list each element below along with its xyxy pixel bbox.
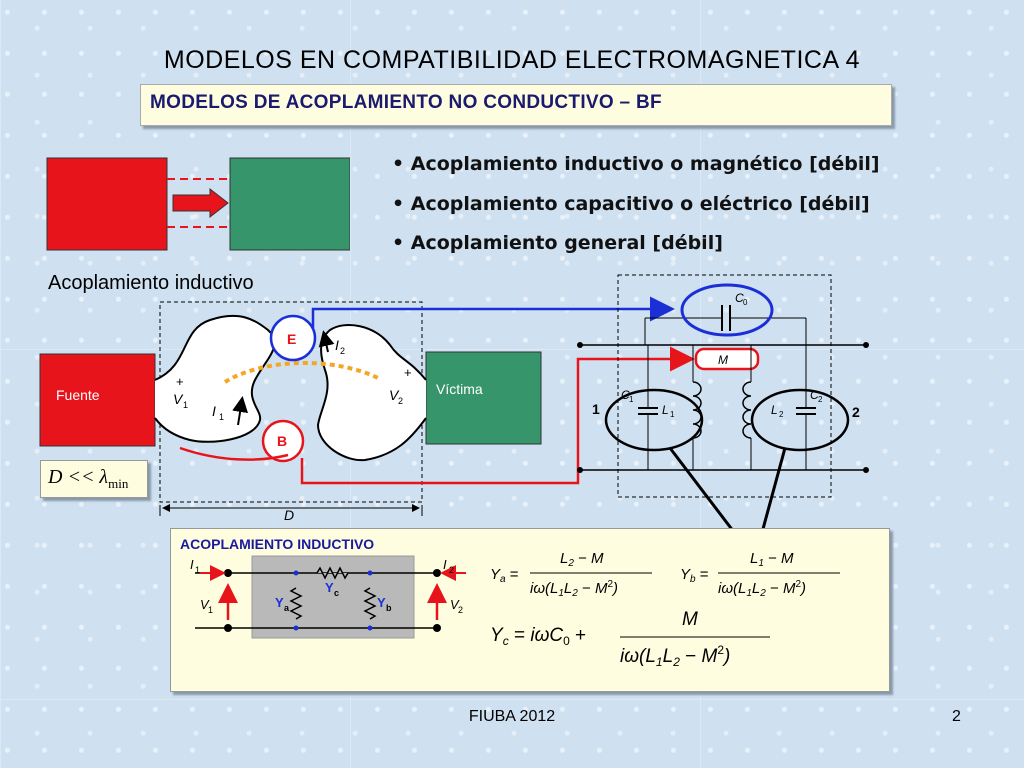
capacitive-path	[311, 296, 675, 328]
subtitle-box	[140, 84, 892, 126]
condition-box	[40, 460, 148, 498]
svg-text:M: M	[682, 609, 698, 630]
yc-sub: c	[334, 588, 339, 598]
yc-resistor-icon	[316, 566, 349, 580]
model-i1-sub: 1	[195, 565, 200, 575]
port1-loop	[604, 388, 704, 452]
model-i2-label: I	[443, 557, 447, 572]
c0-sub: 0	[743, 298, 748, 307]
svg-text:Yb =: Yb =	[680, 566, 709, 585]
bullet-general: • Acoplamiento general [débil]	[392, 232, 723, 254]
v2-sub: 2	[398, 396, 403, 406]
b-field-marker	[261, 419, 305, 463]
svg-text:iω(L1L2 − M2): iω(L1L2 − M2)	[718, 579, 806, 599]
footer-text: FIUBA 2012	[468, 708, 556, 725]
fuente-label: Fuente	[56, 387, 100, 403]
c0-highlight	[680, 283, 774, 337]
v2-plus: +	[404, 365, 412, 380]
victim-block	[229, 157, 350, 251]
ya-resistor-icon	[289, 587, 303, 620]
model-i2-sub: 2	[449, 565, 454, 575]
svg-text:Ya =: Ya =	[490, 566, 519, 585]
port2-label: 2	[852, 404, 860, 420]
v1-plus: +	[176, 374, 184, 389]
ya-label: Y	[275, 595, 284, 610]
page-title: MODELOS EN COMPATIBILIDAD ELECTROMAGNETI…	[163, 46, 861, 74]
model-v2-sub: 2	[458, 605, 463, 615]
l2-label: L	[771, 403, 778, 417]
source-block	[46, 157, 168, 251]
page-number: 2	[952, 708, 961, 725]
l2-sub: 2	[779, 410, 784, 419]
l1-sub: 1	[670, 410, 675, 419]
section-label: Acoplamiento inductivo	[48, 272, 254, 294]
equations: Ya = L2 − M iω(L1L2 − M2) Yb = L1 − M iω…	[490, 550, 840, 669]
e-field-marker	[269, 314, 317, 362]
m-label: M	[718, 353, 728, 367]
c0-label: C	[735, 291, 744, 305]
svg-text:Yc = iωC0 +: Yc = iωC0 +	[490, 625, 586, 648]
yc-label: Y	[325, 580, 334, 595]
bullet-inductive: • Acoplamiento inductivo o magnético [dé…	[392, 153, 880, 175]
v1-label: V	[173, 391, 184, 407]
model-v1-sub: 1	[208, 605, 213, 615]
condition-text: D << λmin	[48, 466, 129, 491]
victima-label: Víctima	[436, 381, 483, 397]
c2-sub: 2	[818, 395, 823, 404]
inductive-path	[300, 346, 695, 485]
v2-label: V	[389, 387, 400, 403]
i1-arrow-icon	[232, 396, 249, 426]
model-v1-label: V	[200, 597, 210, 612]
victima-block	[425, 351, 542, 445]
flux-line	[223, 360, 379, 384]
svg-text:L1 − M: L1 − M	[750, 550, 794, 569]
c1-sub: 1	[629, 395, 634, 404]
yb-sub: b	[386, 603, 392, 613]
i1-sub: 1	[219, 412, 224, 422]
port2-loop	[750, 388, 850, 452]
svg-text:iω(L1L2 − M2): iω(L1L2 − M2)	[530, 579, 618, 599]
bullet-capacitive: • Acoplamiento capacitivo o eléctrico [d…	[392, 193, 870, 215]
block-diagram	[46, 157, 350, 251]
v1-sub: 1	[183, 400, 188, 410]
l2-coil-icon	[742, 381, 752, 439]
b-label: B	[277, 433, 287, 449]
i2-sub: 2	[340, 346, 345, 356]
ya-sub: a	[284, 603, 290, 613]
svg-text:L2 − M: L2 − M	[560, 550, 604, 569]
fuente-block	[39, 353, 156, 447]
subtitle: MODELOS DE ACOPLAMIENTO NO CONDUCTIVO – …	[150, 92, 662, 113]
port1-label: 1	[592, 401, 600, 417]
i2-arrow-icon	[318, 330, 335, 353]
yb-resistor-icon	[363, 587, 377, 620]
yb-label: Y	[377, 595, 386, 610]
svg-text:iω(L1L2 − M2): iω(L1L2 − M2)	[620, 643, 730, 669]
model-title: ACOPLAMIENTO INDUCTIVO	[180, 536, 375, 552]
coupling-arrow-icon	[172, 187, 229, 219]
distance-label: D	[284, 507, 294, 523]
model-v2-label: V	[450, 597, 460, 612]
i2-label: I	[335, 337, 339, 353]
c2-label: C	[810, 388, 819, 402]
victim-loop	[316, 324, 427, 462]
model-i1-label: I	[190, 557, 194, 572]
l1-label: L	[662, 403, 669, 417]
e-label: E	[287, 331, 296, 347]
i1-label: I	[212, 403, 216, 419]
